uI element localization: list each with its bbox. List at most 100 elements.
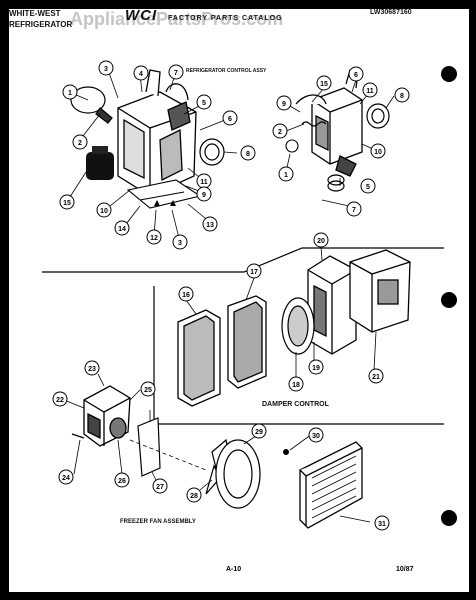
coil-clip: [327, 174, 345, 192]
watermark: AppliancePartsPros.com: [70, 9, 284, 29]
callout-8: 8: [240, 145, 256, 161]
svg-text:10: 10: [100, 208, 108, 215]
svg-text:31: 31: [378, 521, 386, 528]
knob-dial: [199, 138, 225, 166]
callout-7: 7: [168, 64, 184, 80]
svg-text:13: 13: [206, 222, 214, 229]
fan-motor: [71, 385, 131, 447]
svg-text:4: 4: [139, 71, 143, 78]
svg-text:6: 6: [354, 72, 358, 79]
callout-6: 6: [222, 110, 238, 126]
svg-text:29: 29: [255, 429, 263, 436]
damper-control-label: DAMPER CONTROL: [262, 401, 329, 408]
leader-lines-section-2: [185, 246, 377, 377]
callout-30: 30: [308, 427, 324, 443]
svg-text:8: 8: [246, 151, 250, 158]
catalog-title: FACTORY PARTS CATALOG: [168, 15, 283, 22]
damper-gasket: [177, 309, 221, 407]
bulb-small: [285, 139, 299, 153]
svg-text:19: 19: [312, 365, 320, 372]
document-number: LW30687160: [370, 9, 412, 16]
svg-text:23: 23: [88, 366, 96, 373]
callout-10: 10: [96, 202, 112, 218]
callout-14: 14: [114, 220, 130, 236]
svg-text:27: 27: [156, 484, 164, 491]
spring: [301, 121, 327, 127]
callout-21: 21: [368, 368, 384, 384]
brand-name: WHITE-WEST: [9, 9, 61, 18]
svg-text:24: 24: [62, 475, 70, 482]
svg-text:6: 6: [228, 116, 232, 123]
callout-2: 2: [72, 134, 88, 150]
callout-10b: 10: [370, 143, 386, 159]
damper-door: [281, 297, 315, 355]
svg-text:7: 7: [174, 70, 178, 77]
callout-6b: 6: [348, 66, 364, 82]
callout-31: 31: [374, 515, 390, 531]
svg-text:22: 22: [56, 397, 64, 404]
svg-text:3: 3: [178, 240, 182, 247]
product-name: REFRIGERATOR: [9, 20, 73, 29]
callout-1b: 1: [278, 166, 294, 182]
binder-hole: [441, 66, 457, 82]
callout-18: 18: [288, 376, 304, 392]
callout-15: 15: [59, 194, 75, 210]
callout-9: 9: [196, 186, 212, 202]
svg-text:12: 12: [150, 235, 158, 242]
svg-text:9: 9: [202, 192, 206, 199]
motor-bracket: [137, 417, 161, 477]
leader-lines-section-3: [63, 373, 371, 523]
svg-text:1: 1: [284, 172, 288, 179]
svg-text:18: 18: [292, 382, 300, 389]
svg-text:14: 14: [118, 226, 126, 233]
small-screws: [154, 200, 176, 206]
svg-text:1: 1: [68, 90, 72, 97]
callout-3: 3: [98, 60, 114, 76]
callout-23: 23: [84, 360, 100, 376]
callout-4: 4: [133, 65, 149, 81]
damper-cover: [349, 249, 411, 333]
callout-28: 28: [186, 487, 202, 503]
svg-text:15: 15: [63, 200, 71, 207]
callout-26: 26: [114, 472, 130, 488]
fan-shroud: [215, 439, 261, 509]
callout-9b: 9: [276, 95, 292, 111]
callout-13: 13: [202, 216, 218, 232]
callout-25: 25: [140, 381, 156, 397]
callout-1: 1: [62, 84, 78, 100]
callout-8b: 8: [394, 87, 410, 103]
freezer-fan-label: FREEZER FAN ASSEMBLY: [120, 519, 196, 525]
callout-29: 29: [251, 423, 267, 439]
control-knob: [366, 103, 390, 129]
callout-11b: 11: [362, 82, 378, 98]
revision-date: 10/87: [396, 566, 414, 573]
callout-27: 27: [152, 478, 168, 494]
callout-11: 11: [196, 173, 212, 189]
control-assy-body: [295, 69, 363, 177]
damper-frame: [227, 295, 267, 389]
svg-text:3: 3: [104, 66, 108, 73]
small-nut: [283, 449, 289, 455]
wci-logo: WCI: [125, 7, 158, 24]
svg-text:2: 2: [78, 140, 82, 147]
svg-text:25: 25: [144, 387, 152, 394]
callout-15b: 15: [316, 75, 332, 91]
binder-hole: [441, 292, 457, 308]
damper-housing: [307, 255, 357, 355]
callout-5b: 5: [360, 178, 376, 194]
svg-text:30: 30: [312, 433, 320, 440]
svg-text:26: 26: [118, 478, 126, 485]
callout-12: 12: [146, 229, 162, 245]
callout-16: 16: [178, 286, 194, 302]
svg-text:2: 2: [278, 129, 282, 136]
svg-text:15: 15: [320, 81, 328, 88]
svg-text:16: 16: [182, 292, 190, 299]
svg-text:20: 20: [317, 238, 325, 245]
black-capacitor: [86, 146, 114, 180]
svg-text:28: 28: [190, 493, 198, 500]
callout-3b: 3: [172, 234, 188, 250]
binder-hole: [441, 510, 457, 526]
svg-text:10: 10: [374, 149, 382, 156]
svg-text:8: 8: [400, 93, 404, 100]
